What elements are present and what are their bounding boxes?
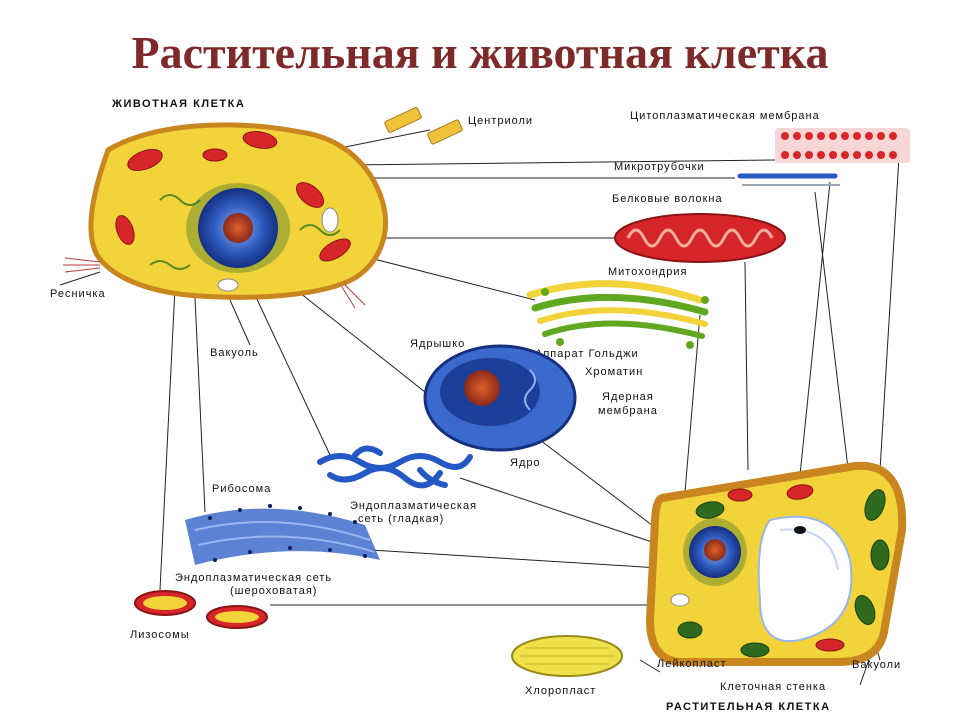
cilium-shape — [63, 257, 366, 309]
vacuole-animal-label: Вакуоль — [210, 347, 259, 359]
rough-er-label-1: Эндоплазматическая сеть — [175, 572, 332, 584]
nuclear-membrane-label-2: мембрана — [598, 405, 658, 417]
animal-cell — [63, 122, 388, 309]
rough-er-shape — [185, 504, 380, 565]
microtubules-shape — [737, 173, 840, 186]
golgi-label: Аппарат Гольджи — [535, 348, 639, 360]
smooth-er-label-2: сеть (гладкая) — [358, 513, 444, 525]
golgi-shape — [526, 280, 709, 349]
plant-mitochondria — [727, 484, 845, 652]
smooth-er-label-1: Эндоплазматическая — [350, 500, 477, 512]
vacuoles-plant-label: Вакуоли — [852, 659, 901, 671]
nucleus-shape — [423, 344, 577, 452]
cell-diagram: ЖИВОТНАЯ КЛЕТКА Центриоли Цитоплазматиче… — [50, 98, 910, 713]
plant-cell-header: РАСТИТЕЛЬНАЯ КЛЕТКА — [666, 701, 831, 713]
lysosomes-label: Лизосомы — [130, 629, 190, 641]
cilium-label: Ресничка — [50, 288, 106, 300]
chromatin-label: Хроматин — [585, 366, 643, 378]
centrioles-shape — [384, 107, 463, 145]
plant-cell — [645, 461, 907, 666]
animal-cell-header: ЖИВОТНАЯ КЛЕТКА — [111, 98, 245, 110]
ribosome-label: Рибосома — [212, 483, 271, 495]
cell-wall-label: Клеточная стенка — [720, 681, 826, 693]
animal-vacuole — [217, 278, 239, 292]
cytoplasmic-membrane-label: Цитоплазматическая мембрана — [630, 110, 820, 122]
slide-title: Растительная и животная клетка — [131, 27, 829, 78]
nucleus-label: Ядро — [510, 457, 541, 469]
chloroplast-label: Хлоропласт — [525, 685, 596, 697]
plant-chloroplasts — [677, 489, 890, 658]
protein-fibers-label: Белковые волокна — [612, 193, 723, 205]
nuclear-membrane-label-1: Ядерная — [602, 391, 654, 403]
animal-er — [149, 194, 341, 270]
chloroplast-shape — [511, 635, 623, 677]
cytoplasmic-membrane-shape — [775, 128, 910, 163]
smooth-er-shape — [317, 445, 473, 489]
mitochondrion-shape — [614, 213, 786, 263]
microtubules-label: Микротрубочки — [614, 161, 705, 173]
nucleolus-label: Ядрышко — [410, 338, 465, 350]
centrioles-label: Центриоли — [468, 115, 533, 127]
plant-nucleolus — [704, 539, 726, 561]
rough-er-label-2: (шероховатая) — [230, 585, 317, 597]
mitochondrion-label: Митохондрия — [608, 266, 687, 278]
lysosomes-shape — [134, 590, 268, 629]
animal-nucleolus — [223, 213, 253, 243]
animal-mitochondria — [115, 131, 351, 262]
leucoplast-label: Лейкопласт — [657, 658, 727, 670]
